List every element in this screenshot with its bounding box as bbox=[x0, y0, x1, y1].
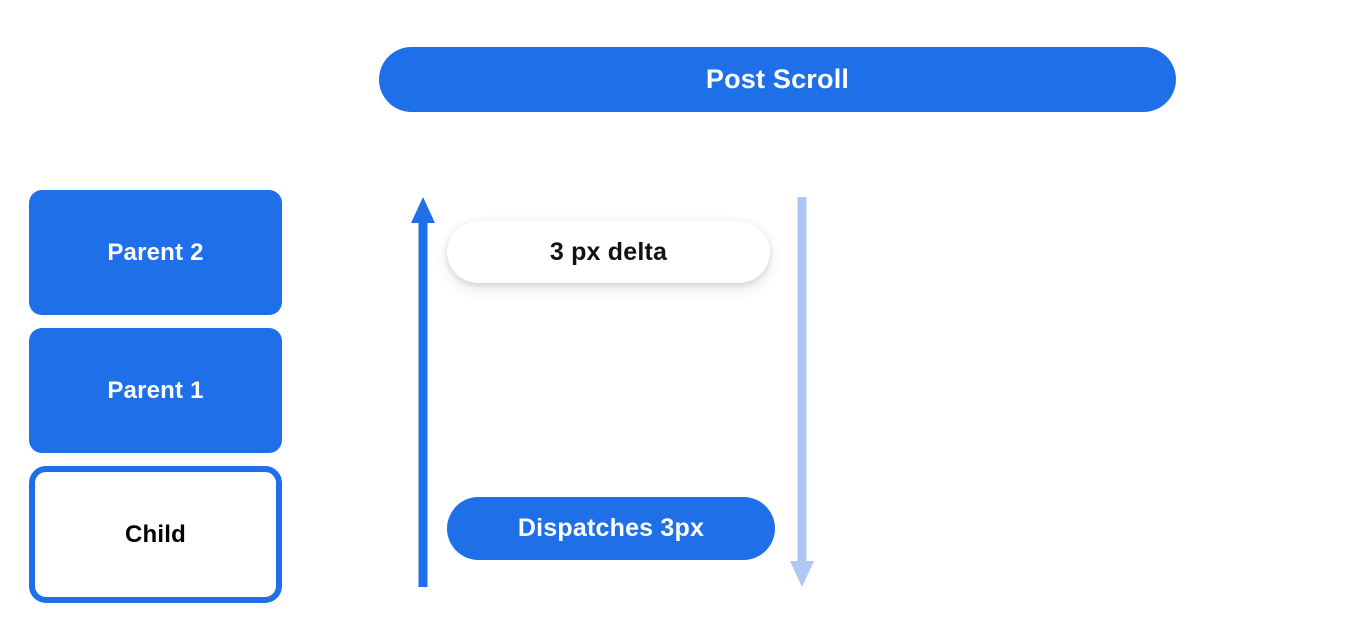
node-parent-1-label: Parent 1 bbox=[107, 376, 204, 404]
arrow-down-icon bbox=[790, 197, 814, 587]
annotation-dispatches-3px-label: Dispatches 3px bbox=[517, 514, 705, 542]
header-pill-label: Post Scroll bbox=[705, 64, 850, 94]
annotation-dispatches-3px[interactable]: Dispatches 3px bbox=[447, 497, 775, 560]
node-child-label: Child bbox=[125, 520, 186, 548]
node-parent-2[interactable]: Parent 2 bbox=[29, 190, 282, 315]
upward-scroll-arrow bbox=[409, 197, 437, 587]
annotation-3px-delta[interactable]: 3 px delta bbox=[447, 221, 770, 283]
downward-dispatch-arrow bbox=[788, 197, 816, 587]
node-child[interactable]: Child bbox=[29, 466, 282, 603]
node-stack: Parent 2 Parent 1 Child bbox=[29, 190, 282, 603]
annotation-3px-delta-label: 3 px delta bbox=[549, 237, 668, 266]
arrow-up-icon bbox=[411, 197, 435, 587]
node-parent-1[interactable]: Parent 1 bbox=[29, 328, 282, 453]
header-pill-post-scroll[interactable]: Post Scroll bbox=[379, 47, 1176, 112]
node-parent-2-label: Parent 2 bbox=[107, 238, 204, 266]
